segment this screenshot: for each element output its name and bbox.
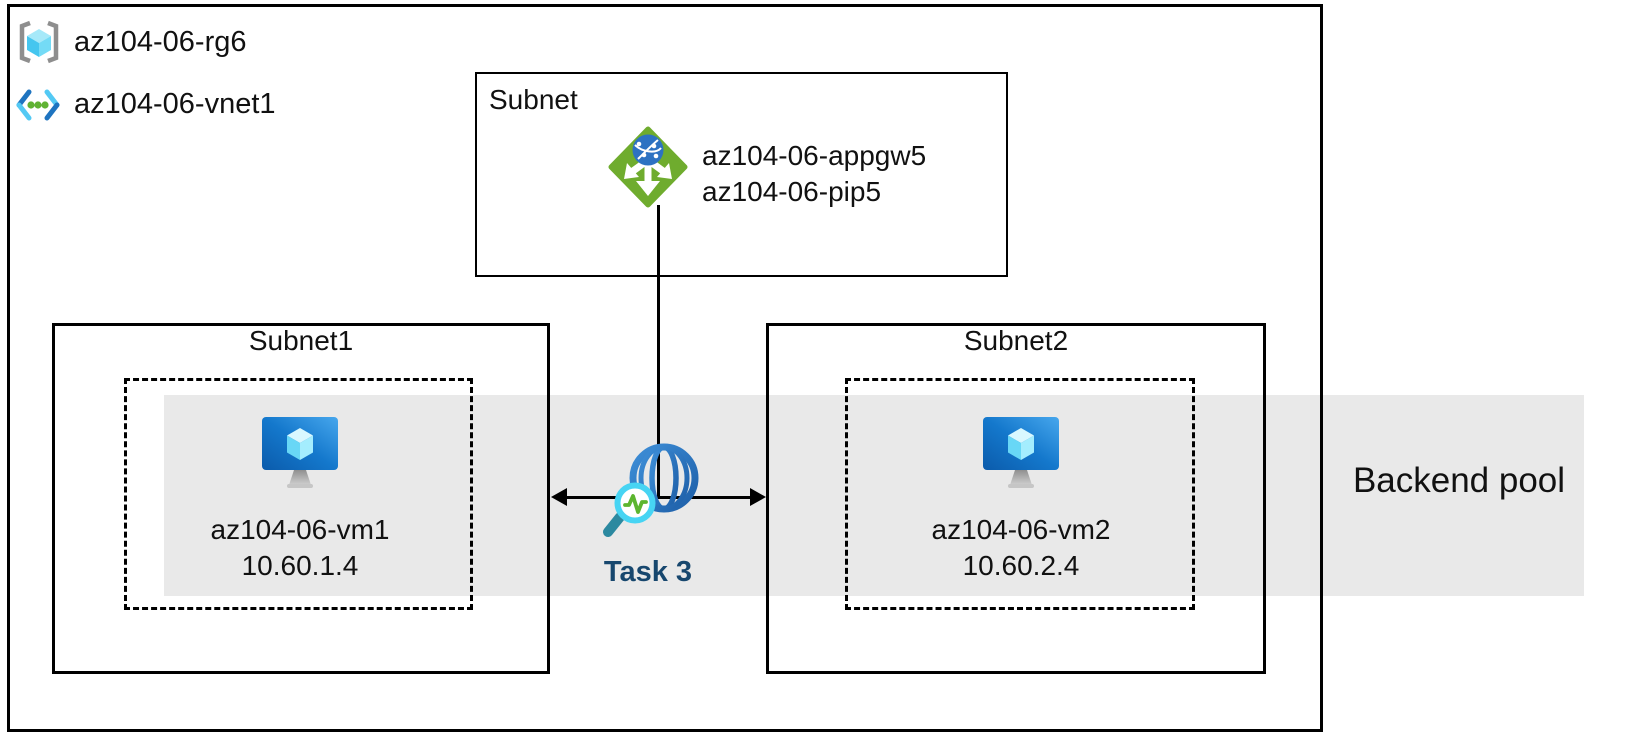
vm2-ip-label: 10.60.2.4 <box>962 550 1080 581</box>
appgw-name-label: az104-06-appgw5 <box>702 140 927 171</box>
gateway-subnet-title: Subnet <box>489 84 578 115</box>
gateway-to-monitor-connector-line <box>657 205 660 498</box>
vm2-name-label: az104-06-vm2 <box>931 514 1111 545</box>
backend-pool-label: Backend pool <box>1352 461 1566 500</box>
resource-group-icon <box>19 20 59 64</box>
resource-group-label: az104-06-rg6 <box>74 26 247 58</box>
subnet1-subnet2-arrow-line <box>564 496 752 499</box>
vm1-name-label: az104-06-vm1 <box>210 514 390 545</box>
vnet-container-box <box>7 4 1323 732</box>
connection-monitor-globe-icon <box>603 443 699 537</box>
subnet2-title: Subnet2 <box>963 325 1069 356</box>
subnet1-vm-dashed-box <box>124 378 473 610</box>
pip-name-label: az104-06-pip5 <box>702 176 882 207</box>
vm1-ip-label: 10.60.1.4 <box>241 550 359 581</box>
subnet1-title: Subnet1 <box>248 325 354 356</box>
task-label: Task 3 <box>603 556 693 588</box>
virtual-machine-icon <box>983 417 1059 488</box>
subnet2-box <box>766 323 1266 674</box>
subnet2-vm-dashed-box <box>845 378 1195 610</box>
virtual-machine-icon <box>262 417 338 488</box>
gateway-subnet-box <box>475 72 1008 277</box>
virtual-network-icon <box>16 89 60 121</box>
arrowhead-left-icon <box>551 488 567 506</box>
backend-pool-band <box>164 395 1584 596</box>
arrowhead-right-icon <box>750 488 766 506</box>
vnet-label: az104-06-vnet1 <box>74 88 276 120</box>
application-gateway-icon <box>608 126 688 208</box>
subnet1-box <box>52 323 550 674</box>
